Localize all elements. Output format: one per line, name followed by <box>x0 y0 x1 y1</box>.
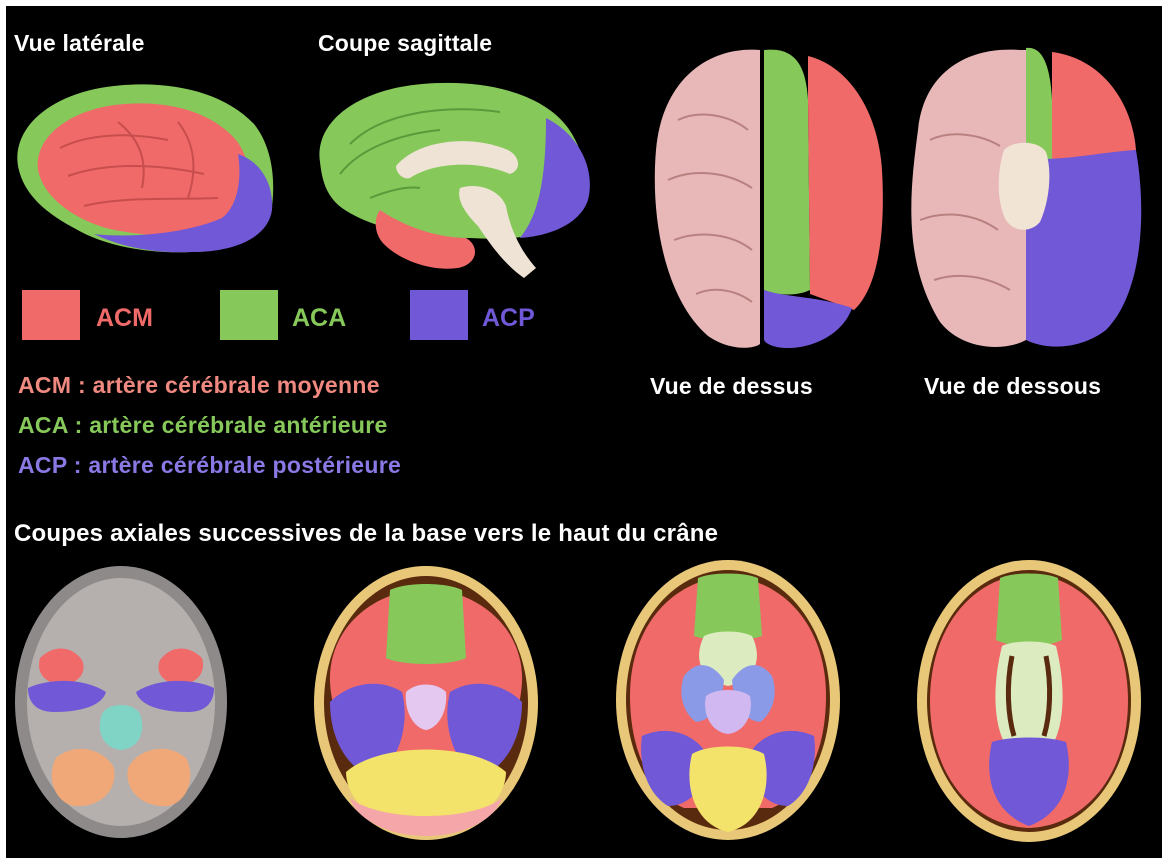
definition-aca: ACA : artère cérébrale antérieure <box>18 412 388 439</box>
axial-section-4 <box>914 556 1144 846</box>
title-inferior-view: Vue de dessous <box>924 373 1101 400</box>
legend-swatch-acm <box>22 290 80 340</box>
axial-sections-title: Coupes axiales successives de la base ve… <box>14 520 718 548</box>
superior-acm-territory <box>808 56 883 310</box>
inferior-acm-territory <box>1052 52 1136 160</box>
axial3-aca-territory <box>694 574 762 641</box>
axial-section-skull-base <box>10 562 232 842</box>
legend-swatch-acp <box>410 290 468 340</box>
superior-aca-territory <box>764 50 810 295</box>
sagittal-section-brain <box>310 78 610 284</box>
axial4-central-white-matter <box>995 642 1062 743</box>
legend-label-acp: ACP <box>482 304 535 333</box>
axial-section-3 <box>612 556 844 844</box>
superior-left-hemisphere <box>655 50 760 348</box>
title-lateral-view: Vue latérale <box>14 30 145 57</box>
inferior-view-brain <box>900 40 1154 355</box>
axial4-aca-territory <box>996 574 1062 647</box>
axial2-aca-territory <box>386 584 466 664</box>
axial-section-2 <box>310 562 542 844</box>
lateral-view-brain <box>8 78 280 258</box>
title-superior-view: Vue de dessus <box>650 373 813 400</box>
definition-acp: ACP : artère cérébrale postérieure <box>18 452 401 479</box>
legend-label-aca: ACA <box>292 304 346 333</box>
definition-acm: ACM : artère cérébrale moyenne <box>18 372 380 399</box>
legend-swatch-aca <box>220 290 278 340</box>
title-sagittal-section: Coupe sagittale <box>318 30 492 57</box>
legend-label-acm: ACM <box>96 304 153 333</box>
superior-view-brain <box>648 40 888 355</box>
inferior-brainstem <box>999 143 1050 230</box>
